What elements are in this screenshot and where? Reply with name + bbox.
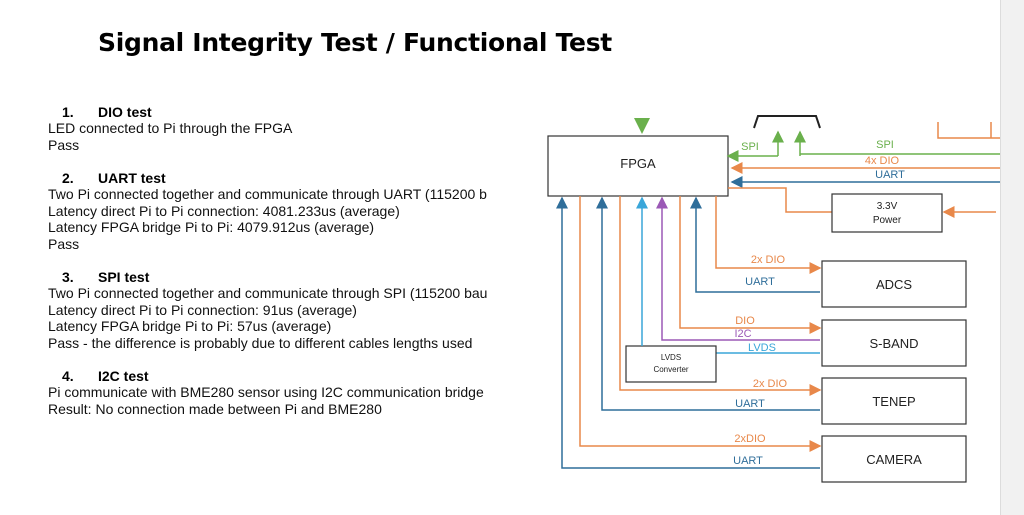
test-line: Pass <box>48 136 80 153</box>
test-list: 1. DIO test LED connected to Pi through t… <box>48 104 534 434</box>
top-orange-line <box>937 122 1000 139</box>
tenep-dio-line <box>619 196 822 396</box>
sband-dio-label: DIO <box>735 315 755 327</box>
adcs-box <box>821 260 967 308</box>
adcs-uart-label: UART <box>745 276 775 288</box>
test-name: SPI test <box>98 269 150 285</box>
adcs-uart-line <box>690 196 820 293</box>
tenep-box <box>821 377 967 425</box>
dio4x-label: 4x DIO <box>865 155 900 167</box>
test-name: UART test <box>98 170 166 186</box>
fpga-label: FPGA <box>620 156 656 171</box>
sband-label: S-BAND <box>869 336 918 351</box>
power-label-line1: 3.3V <box>877 201 898 212</box>
sband-i2c-line <box>656 196 820 341</box>
test-item-dio: 1. DIO test LED connected to Pi through t… <box>48 104 534 153</box>
spi-left-label: SPI <box>741 141 759 153</box>
tenep-uart-label: UART <box>735 398 765 410</box>
sband-i2c-label: I2C <box>734 328 751 340</box>
spi-right-label: SPI <box>876 139 894 151</box>
test-heading: 1. DIO test <box>62 104 534 120</box>
test-line: Two Pi connected together and communicat… <box>48 186 487 202</box>
test-line: LED connected to Pi through the FPGA <box>48 120 293 136</box>
camera-box <box>821 435 967 483</box>
test-heading: 4. I2C test <box>62 368 534 384</box>
lvds-converter-line2: Converter <box>653 365 688 374</box>
test-line: Result: No connection made between Pi an… <box>48 400 382 417</box>
test-number: 4. <box>62 368 74 384</box>
camera-label: CAMERA <box>866 452 922 467</box>
test-line: Latency FPGA bridge Pi to Pi: 4079.912us… <box>48 219 375 235</box>
test-line: Pass <box>48 235 80 252</box>
adcs-dio-label: 2x DIO <box>751 254 786 266</box>
top-bracket-shape <box>753 115 821 129</box>
fpga-box <box>547 135 729 197</box>
uart-top-label: UART <box>875 169 905 181</box>
test-number: 1. <box>62 104 74 120</box>
test-line: Latency FPGA bridge Pi to Pi: 57us (aver… <box>48 318 332 334</box>
test-line: Latency direct Pi to Pi connection: 91us… <box>48 301 357 318</box>
test-heading: 3. SPI test <box>62 269 534 285</box>
test-name: DIO test <box>98 104 152 120</box>
tenep-label: TENEP <box>872 394 915 409</box>
test-item-i2c: 4. I2C test Pi communicate with BME280 se… <box>48 368 534 417</box>
adcs-label: ADCS <box>876 277 912 292</box>
slide-title: Signal Integrity Test / Functional Test <box>98 28 612 57</box>
camera-dio-label: 2xDIO <box>734 433 766 445</box>
test-heading: 2. UART test <box>62 170 534 186</box>
test-name: I2C test <box>98 368 149 384</box>
camera-dio-line <box>579 196 822 452</box>
test-line: Pass - the difference is probably due to… <box>48 334 473 351</box>
test-number: 3. <box>62 269 74 285</box>
adcs-dio-line <box>715 196 822 274</box>
test-line: Latency direct Pi to Pi connection: 4081… <box>48 202 400 219</box>
test-number: 2. <box>62 170 74 186</box>
power-link-line <box>728 187 832 213</box>
power-box <box>831 193 943 233</box>
test-line: Pi communicate with BME280 sensor using … <box>48 384 484 400</box>
camera-uart-label: UART <box>733 455 763 467</box>
window-edge <box>1000 0 1024 515</box>
test-item-spi: 3. SPI test Two Pi connected together and… <box>48 269 534 351</box>
tenep-uart-line <box>596 196 820 411</box>
camera-uart-line <box>556 196 820 469</box>
sband-lvds-label: LVDS <box>748 342 776 354</box>
sband-box <box>821 319 967 367</box>
lvds-converter-box <box>625 345 717 383</box>
block-diagram-svg: FPGA SPI SPI 4x DIO UART 3.3V Power ADCS… <box>547 115 1000 483</box>
test-line: Two Pi connected together and communicat… <box>48 285 488 301</box>
block-diagram: FPGA SPI SPI 4x DIO UART 3.3V Power ADCS… <box>540 108 1000 508</box>
power-label-line2: Power <box>873 215 902 226</box>
test-item-uart: 2. UART test Two Pi connected together an… <box>48 170 534 252</box>
tenep-dio-label: 2x DIO <box>753 378 788 390</box>
lvds-converter-line1: LVDS <box>661 353 681 362</box>
sband-dio-line <box>679 196 822 334</box>
